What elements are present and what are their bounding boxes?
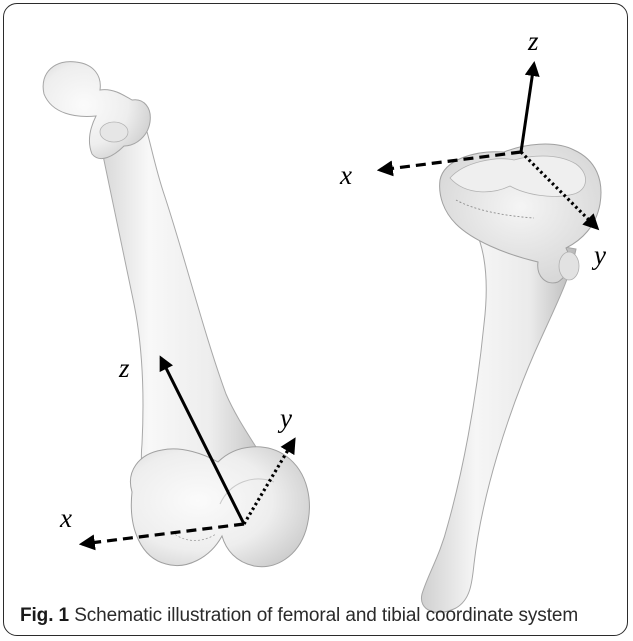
tibia-y-label: y: [591, 240, 606, 270]
femur-z-label: z: [118, 353, 130, 383]
figure-caption: Fig. 1 Schematic illustration of femoral…: [20, 605, 625, 627]
tibia-z-label: z: [527, 26, 539, 56]
femur-bone: [43, 62, 309, 567]
femur-y-label: y: [277, 403, 292, 433]
femur-x-label: x: [59, 503, 72, 533]
figure-caption-text: Schematic illustration of femoral and ti…: [69, 605, 578, 626]
figure-illustration: z x y z x y: [4, 4, 628, 636]
figure-frame: z x y z x y Fig. 1 Schematic illustratio…: [3, 3, 628, 636]
figure-caption-label: Fig. 1: [20, 605, 69, 626]
femur-head: [43, 62, 150, 159]
femur-condyles: [130, 447, 309, 567]
tibia-bone: [421, 144, 601, 612]
tibia-z-axis: [521, 64, 534, 152]
tibia-x-label: x: [339, 160, 352, 190]
